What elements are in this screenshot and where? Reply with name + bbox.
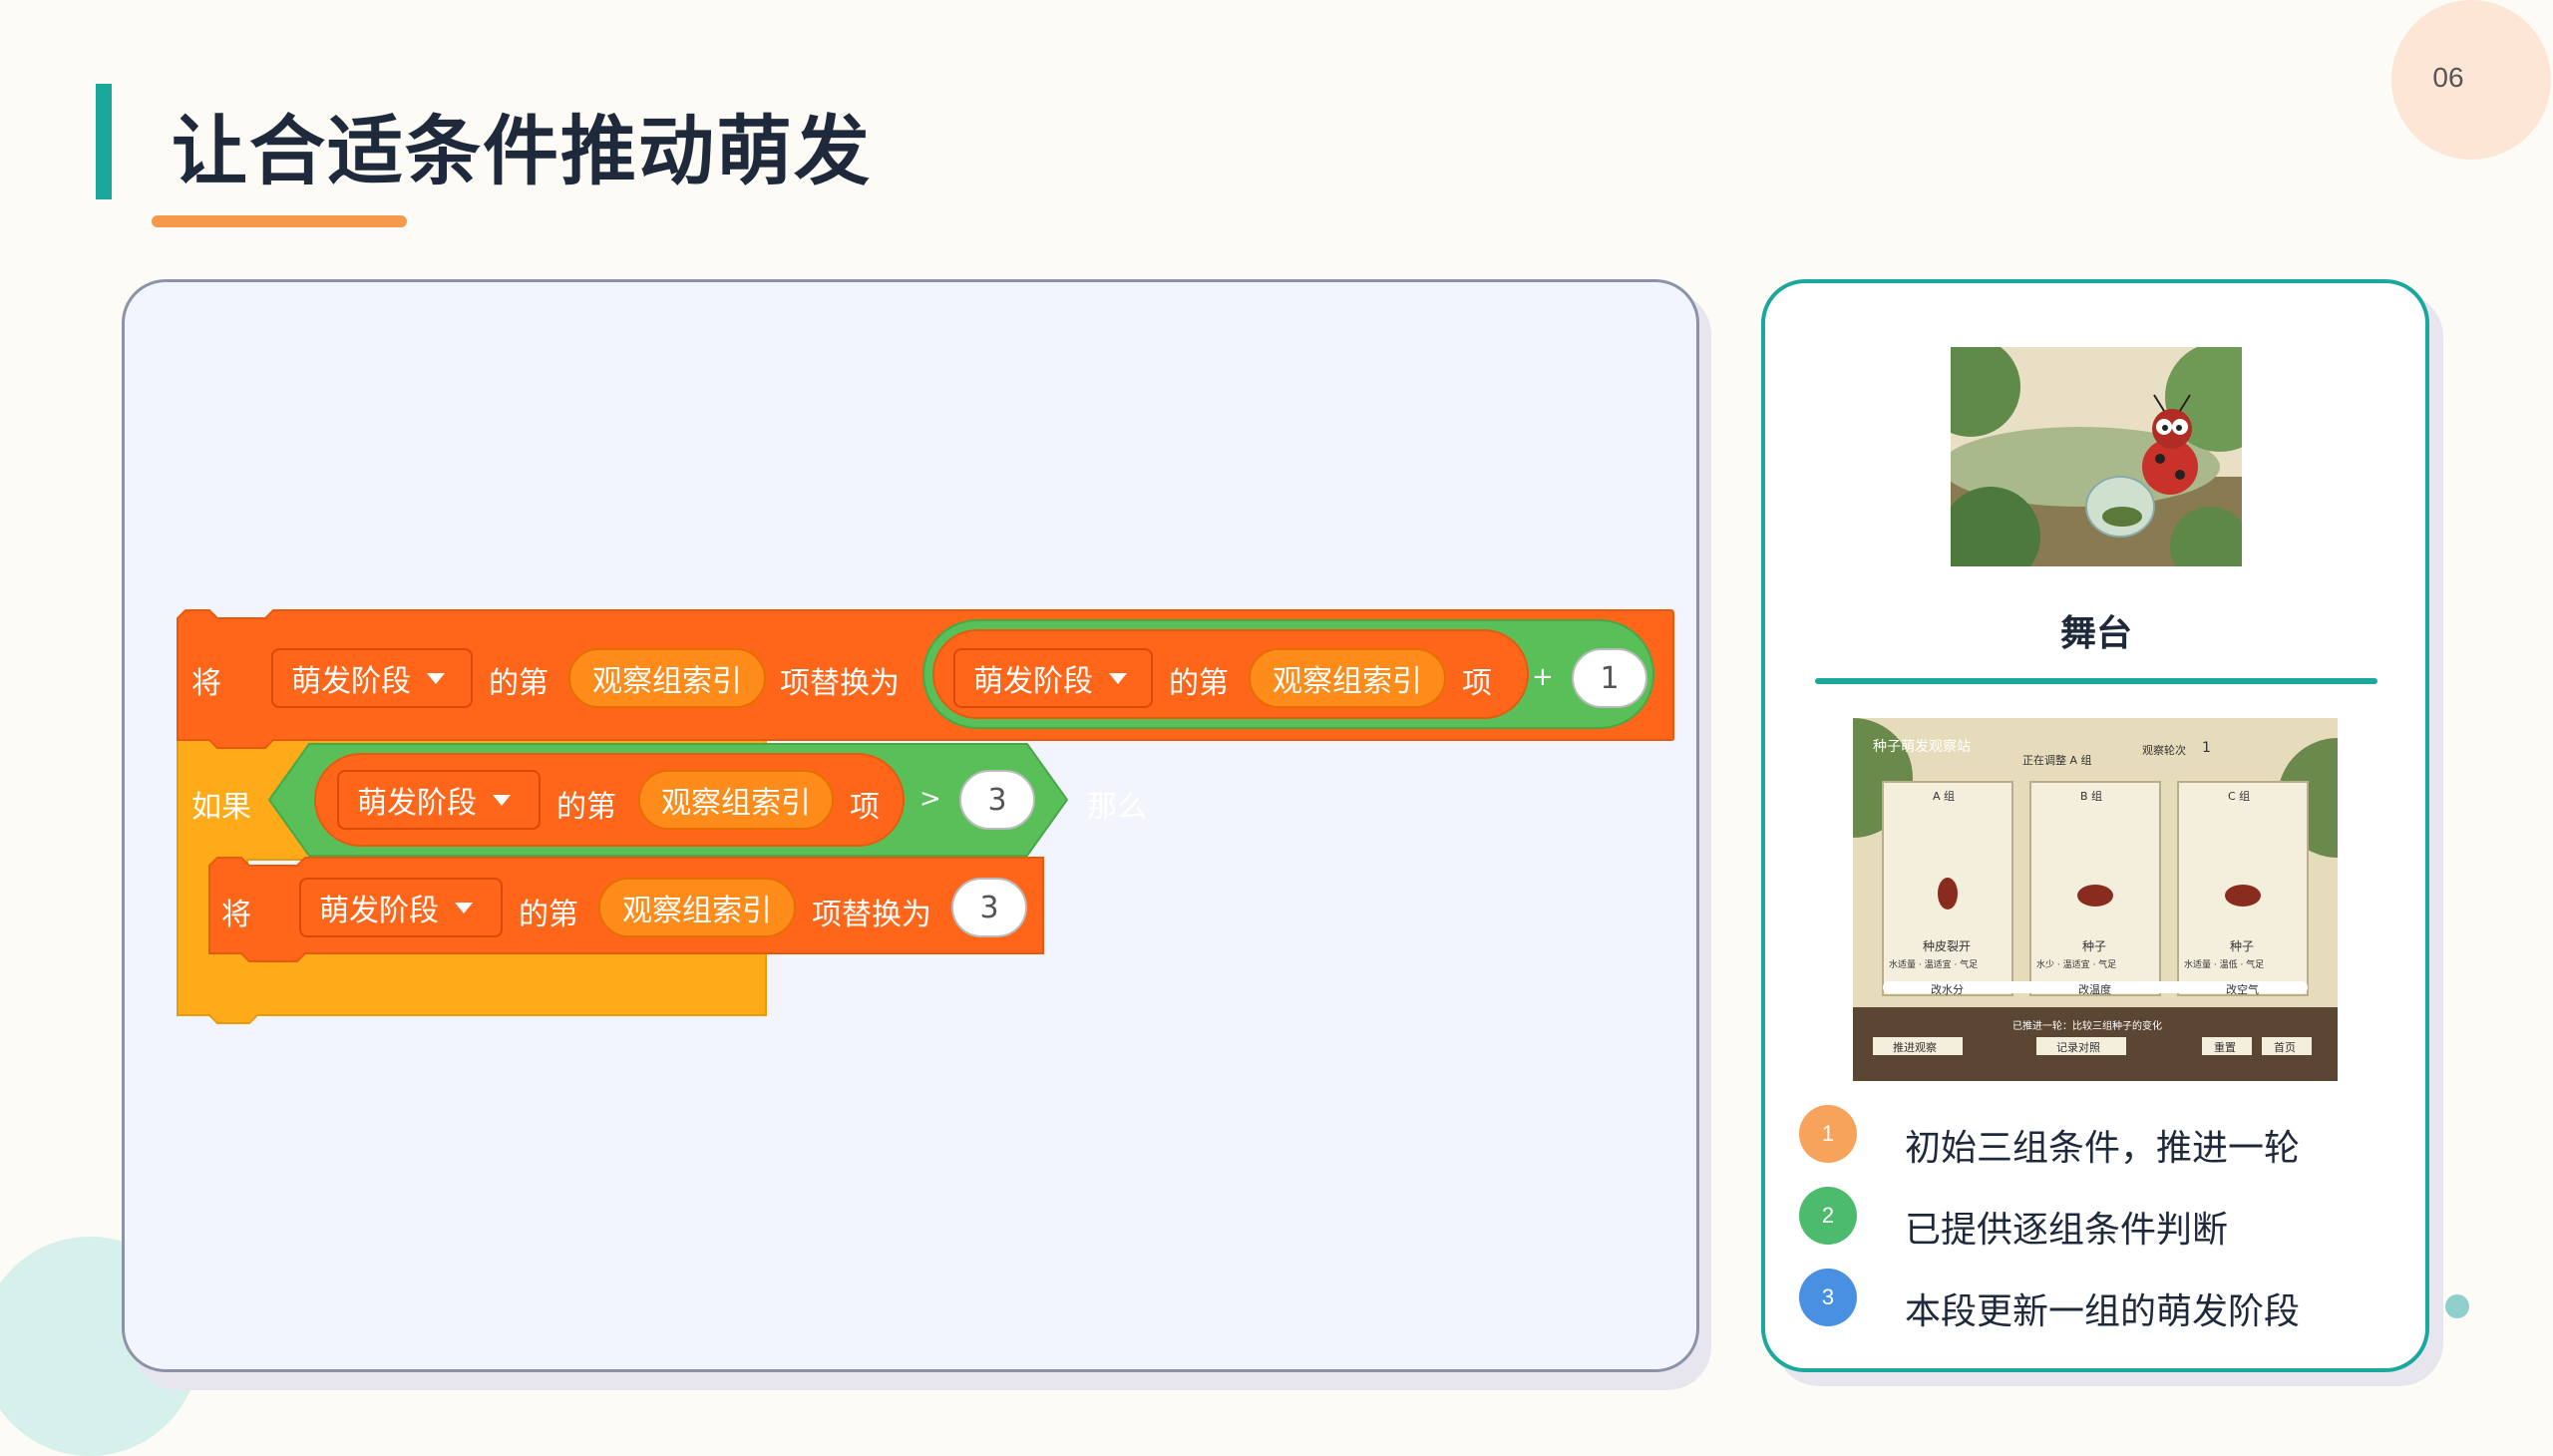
if-list-name: 萌发阶段	[357, 786, 477, 821]
if-word: 如果	[191, 790, 251, 825]
game-title: 种子萌发观察站	[1873, 739, 1971, 755]
if-of-item: 的第	[556, 790, 616, 825]
game-group-c-cond: 水适量 · 温低 · 气足	[2184, 960, 2265, 970]
page-number: 06	[2432, 62, 2464, 93]
game-group-c-button[interactable]: 改空气	[2226, 983, 2259, 996]
legend-text-3: 本段更新一组的萌发阶段	[1905, 1291, 2301, 1332]
block1-inner-index-var[interactable]: 观察组索引	[1249, 648, 1446, 708]
block1-replace-with: 项替换为	[780, 666, 900, 701]
legend-badge-2: 2	[1799, 1187, 1857, 1245]
game-group-a: A 组	[1933, 790, 1956, 803]
block2-list-dropdown[interactable]: 萌发阶段	[299, 878, 503, 937]
chevron-down-icon	[455, 902, 473, 913]
title-accent-bar	[96, 84, 112, 199]
game-group-b-button[interactable]: 改温度	[2078, 983, 2111, 996]
block1-inner-list-name: 萌发阶段	[973, 664, 1093, 699]
game-home-button[interactable]: 首页	[2274, 1041, 2296, 1054]
game-group-a-state: 种皮裂开	[1923, 939, 1972, 953]
chevron-down-icon	[493, 794, 511, 806]
block1-list-dropdown[interactable]: 萌发阶段	[271, 648, 473, 708]
game-group-b: B 组	[2080, 790, 2103, 803]
block1-add-value-input[interactable]: 1	[1572, 648, 1647, 708]
game-group-b-cond: 水少 · 温适宜 · 气足	[2036, 960, 2117, 970]
game-round-label: 观察轮次	[2142, 744, 2186, 757]
game-group-b-state: 种子	[2082, 939, 2107, 953]
page-title: 让合适条件推动萌发	[172, 107, 872, 195]
game-round-value: 1	[2202, 740, 2211, 756]
block1-plus-sign: +	[1532, 662, 1554, 692]
block1-of-item: 的第	[489, 666, 548, 701]
legend-text-1: 初始三组条件，推进一轮	[1905, 1128, 2301, 1169]
legend-badge-3: 3	[1799, 1269, 1857, 1326]
game-group-c: C 组	[2228, 790, 2251, 803]
game-reset-button[interactable]: 重置	[2214, 1041, 2236, 1054]
decor-dot-right	[2445, 1294, 2469, 1318]
block2-index-var[interactable]: 观察组索引	[598, 878, 796, 937]
game-record-button[interactable]: 记录对照	[2056, 1041, 2100, 1054]
block1-inner-item-word: 项	[1462, 666, 1492, 701]
block1-inner-list-dropdown[interactable]: 萌发阶段	[953, 648, 1153, 708]
legend-text-2: 已提供逐组条件判断	[1905, 1210, 2229, 1251]
block2-list-name: 萌发阶段	[319, 894, 439, 928]
if-compare-value-input[interactable]: 3	[959, 770, 1035, 830]
stage-label: 舞台	[2059, 613, 2132, 654]
sprite-illustration	[1951, 347, 2242, 566]
chevron-down-icon	[1109, 672, 1127, 684]
block2-set-word: 将	[221, 898, 251, 932]
game-group-c-state: 种子	[2230, 939, 2255, 953]
game-preview: 种子萌发观察站 正在调整 A 组 观察轮次 1 A 组 B 组 C 组 种皮裂开…	[1853, 718, 2338, 1081]
chevron-down-icon	[427, 672, 445, 684]
if-list-dropdown[interactable]: 萌发阶段	[337, 770, 541, 830]
game-adjusting: 正在调整 A 组	[2022, 754, 2092, 767]
game-group-a-button[interactable]: 改水分	[1931, 983, 1964, 996]
game-group-a-cond: 水适量 · 温适宜 · 气足	[1889, 960, 1979, 970]
legend-badge-1: 1	[1799, 1105, 1857, 1163]
if-then-word: 那么	[1087, 790, 1147, 825]
if-index-var[interactable]: 观察组索引	[638, 770, 834, 830]
block2-replace-with: 项替换为	[812, 898, 931, 932]
stage-divider	[1815, 678, 2377, 684]
block1-set-word: 将	[191, 666, 221, 701]
block1-list-name: 萌发阶段	[291, 664, 411, 699]
game-advance-button[interactable]: 推进观察	[1893, 1041, 1937, 1054]
if-gt-sign: >	[919, 784, 941, 814]
block2-value-input[interactable]: 3	[951, 878, 1027, 937]
block1-inner-of-item: 的第	[1169, 666, 1229, 701]
title-underline	[152, 215, 407, 227]
game-message: 已推进一轮：比较三组种子的变化	[2012, 1021, 2162, 1032]
block2-of-item: 的第	[519, 898, 578, 932]
block1-index-var[interactable]: 观察组索引	[568, 648, 766, 708]
decor-circle-top	[2391, 0, 2551, 160]
if-item-word: 项	[850, 790, 880, 825]
